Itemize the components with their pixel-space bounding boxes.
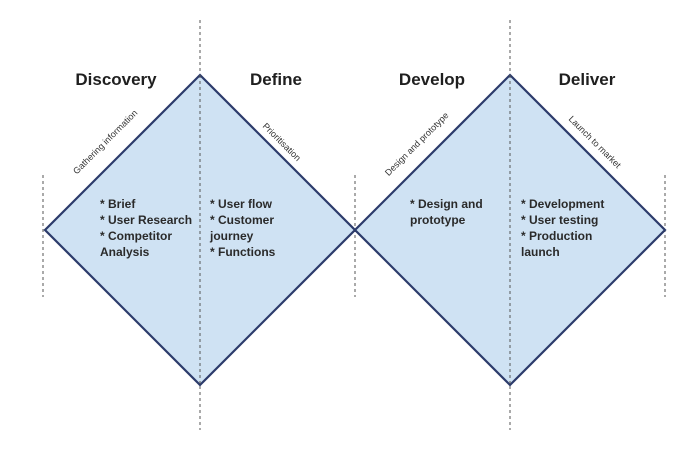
list-item: journey bbox=[210, 229, 254, 243]
phase-items-deliver: * Development * User testing * Productio… bbox=[521, 196, 604, 260]
list-item: * Production bbox=[521, 229, 593, 243]
list-item: launch bbox=[521, 245, 560, 259]
diamond-problem bbox=[43, 73, 357, 387]
phase-items-define: * User flow * Customer journey * Functio… bbox=[210, 196, 275, 260]
phase-title-deliver: Deliver bbox=[558, 70, 616, 89]
list-item: * User flow bbox=[210, 197, 273, 211]
phase-items-discovery: * Brief * User Research * Competitor Ana… bbox=[100, 196, 192, 260]
list-item: * Design and bbox=[410, 197, 483, 211]
phase-title-develop: Develop bbox=[398, 70, 466, 89]
list-item: * Development bbox=[521, 197, 605, 211]
list-item: * Competitor bbox=[100, 229, 172, 243]
list-item: * Customer bbox=[210, 213, 275, 227]
diamond-solution bbox=[353, 73, 667, 387]
list-item: Analysis bbox=[100, 245, 150, 259]
phase-items-develop: * Design and prototype bbox=[410, 196, 483, 228]
list-item: * User testing bbox=[521, 213, 599, 227]
list-item: * Functions bbox=[210, 245, 276, 259]
list-item: prototype bbox=[410, 213, 466, 227]
list-item: * Brief bbox=[100, 197, 136, 211]
phase-title-discovery: Discovery bbox=[75, 70, 157, 89]
list-item: * User Research bbox=[100, 213, 193, 227]
phase-title-define: Define bbox=[250, 70, 302, 89]
